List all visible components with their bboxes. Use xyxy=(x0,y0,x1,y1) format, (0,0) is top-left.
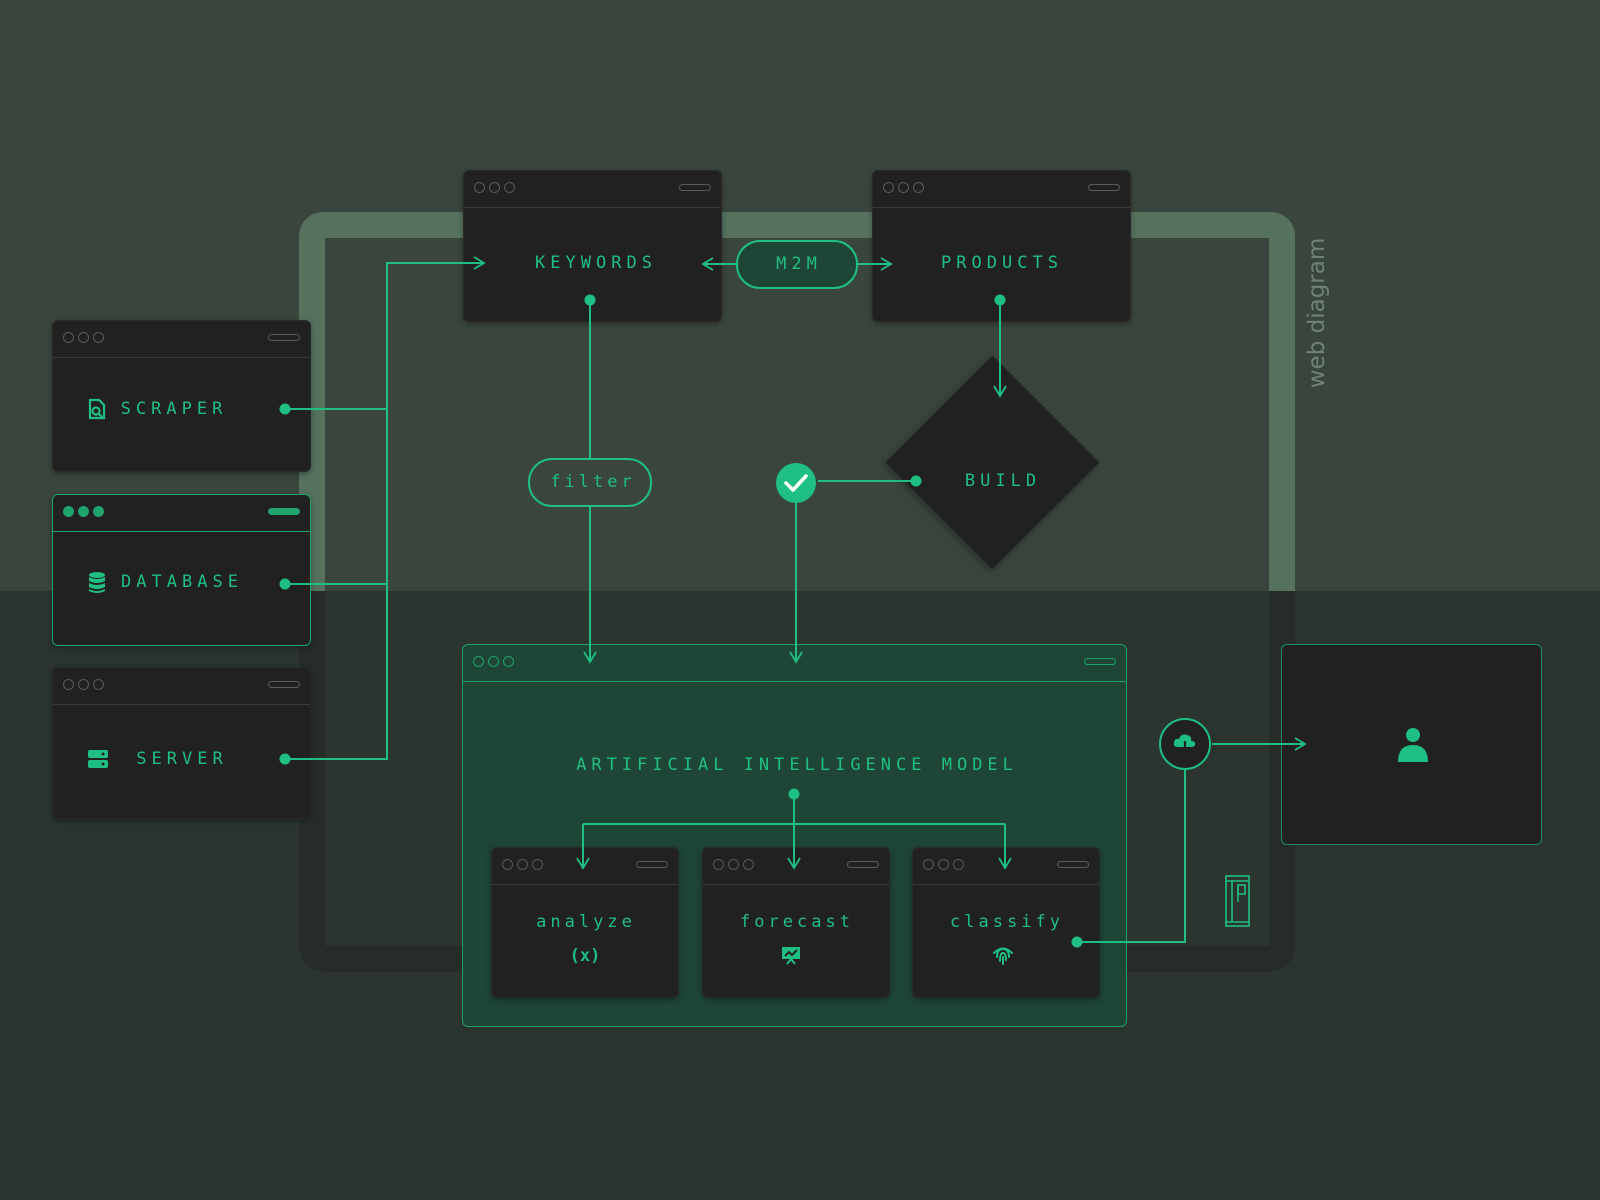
function-x-icon: (x) xyxy=(569,946,601,966)
database-label: DATABASE xyxy=(121,572,243,592)
build-label: BUILD xyxy=(964,471,1042,491)
ai-model-title: ARTIFICIAL INTELLIGENCE MODEL xyxy=(576,755,1018,775)
filter-pill xyxy=(528,458,652,507)
logo-mark xyxy=(1225,875,1250,927)
classify-label: classify xyxy=(950,912,1064,932)
cloud-download-icon xyxy=(1173,734,1196,755)
server-window[interactable] xyxy=(52,667,311,819)
forecast-chart-icon xyxy=(782,947,800,965)
classify-window[interactable] xyxy=(912,847,1100,998)
scraper-icon xyxy=(88,398,106,420)
server-icon xyxy=(88,750,108,768)
forecast-label: forecast xyxy=(740,912,854,932)
user-panel[interactable] xyxy=(1281,644,1542,845)
connector-classify-deploy xyxy=(1077,770,1186,943)
forecast-window[interactable] xyxy=(702,847,890,998)
analyze-label: analyze xyxy=(536,912,636,932)
check-node xyxy=(776,463,816,503)
database-window[interactable] xyxy=(52,494,311,646)
keywords-label: KEYWORDS xyxy=(535,253,657,273)
user-icon xyxy=(1398,728,1428,762)
fingerprint-icon xyxy=(993,947,1013,965)
scraper-label: SCRAPER xyxy=(120,399,228,419)
m2m-pill xyxy=(736,240,858,289)
products-label: PRODUCTS xyxy=(941,253,1063,273)
filter-label: filter xyxy=(550,472,636,492)
m2m-label: M2M xyxy=(776,254,822,274)
analyze-window[interactable] xyxy=(491,847,679,998)
connector-server xyxy=(285,256,486,760)
server-label: SERVER xyxy=(136,749,228,769)
database-icon xyxy=(89,572,105,593)
scraper-window[interactable] xyxy=(52,320,311,472)
check-icon xyxy=(784,474,808,492)
